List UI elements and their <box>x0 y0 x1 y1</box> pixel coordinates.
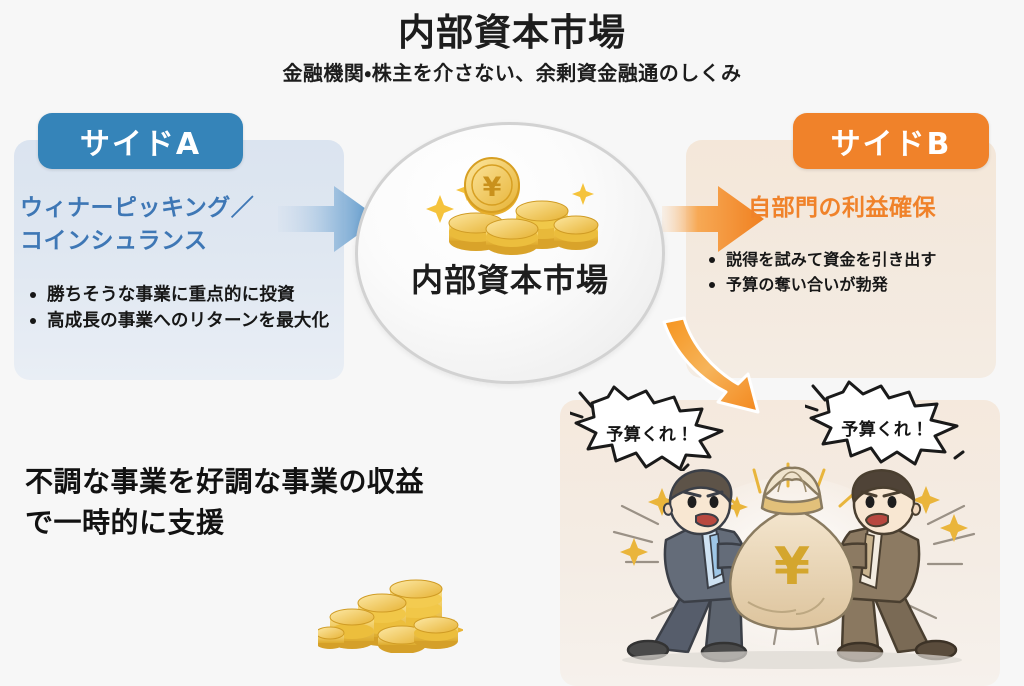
side-a-heading: ウィナーピッキング／ コインシュランス <box>20 195 255 254</box>
speech-bubble-right-text: 予算くれ！ <box>841 420 929 440</box>
list-item: 高成長の事業へのリターンを最大化 <box>27 308 337 334</box>
page-title: 内部資本市場 <box>398 11 626 54</box>
page-subtitle: 金融機関・株主を介さない、余剰資金融通のしくみ <box>282 61 742 85</box>
speech-bubble-right: 予算くれ！ <box>805 380 965 466</box>
two-businessmen-tug-of-war-money-bag-illustration: ¥ <box>592 462 992 676</box>
gold-coin-stack-icon <box>315 575 465 657</box>
speech-bubble-left-text: 予算くれ！ <box>606 425 694 445</box>
svg-text:¥: ¥ <box>774 537 810 597</box>
center-circle: ¥ 内部資本市場 <box>355 122 665 384</box>
list-item: 予算の奪い合いが勃発 <box>706 273 1006 298</box>
arrow-right-orange-icon <box>662 182 766 260</box>
list-item: 勝ちそうな事業に重点的に投資 <box>27 282 337 308</box>
speech-bubble-left: 予算くれ！ <box>570 385 730 471</box>
side-b-heading: 自部門の利益確保 <box>748 195 936 221</box>
side-a-bullet-list: 勝ちそうな事業に重点的に投資 高成長の事業へのリターンを最大化 <box>27 282 337 335</box>
gold-coins-yen-icon: ¥ <box>420 153 600 261</box>
list-item: 説得を試みて資金を引き出す <box>706 248 1006 273</box>
arrow-curved-down-right-orange-icon <box>600 300 780 434</box>
side-a-badge: サイドA <box>38 113 243 169</box>
svg-text:¥: ¥ <box>483 172 502 203</box>
bottom-caption: 不調な事業を好調な事業の収益 で一時的に支援 <box>25 465 425 539</box>
side-b-panel <box>686 140 996 378</box>
side-b-bullet-list: 説得を試みて資金を引き出す 予算の奪い合いが勃発 <box>706 248 1006 298</box>
side-a-panel <box>14 140 344 380</box>
arrow-right-blue-icon <box>278 182 382 260</box>
side-b-badge: サイドB <box>793 113 989 169</box>
center-circle-label: 内部資本市場 <box>410 261 609 299</box>
